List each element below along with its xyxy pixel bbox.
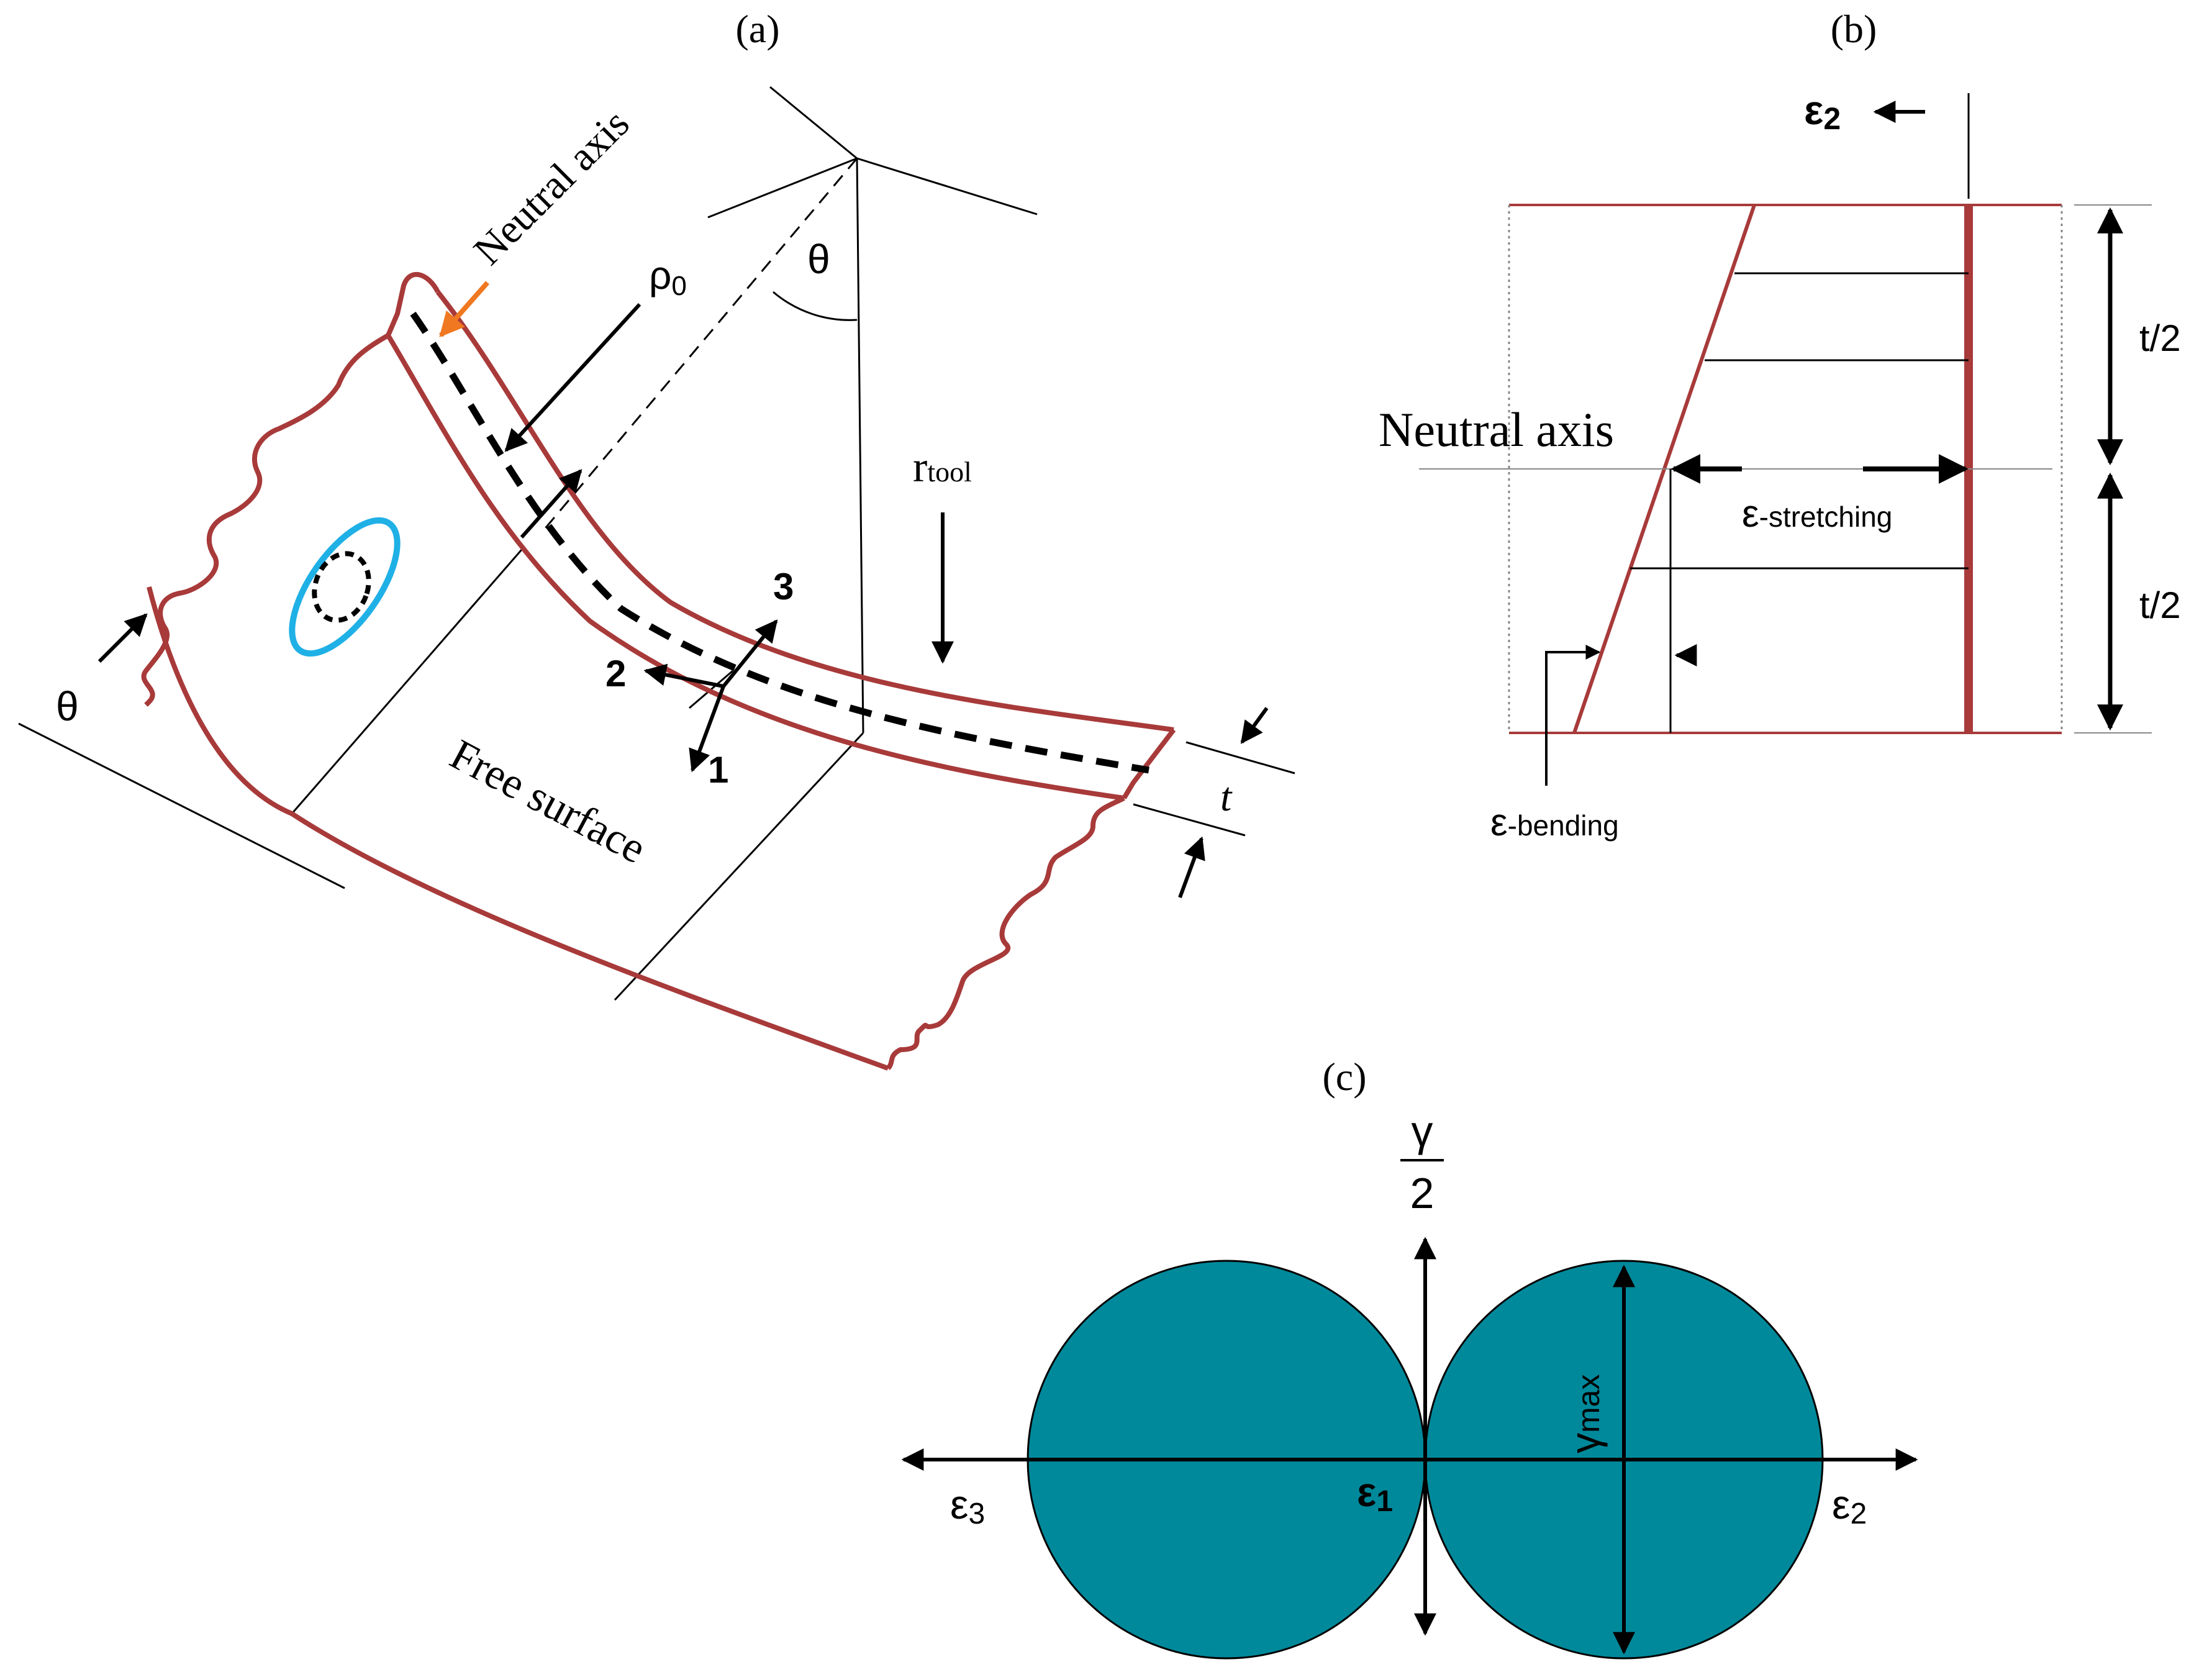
sheet-top-surface: [435, 290, 1174, 732]
panel-c: (c) γ 2 ε3 ε1 ε2 γmax: [901, 1055, 1918, 1660]
panel-a-label: (a): [735, 7, 779, 51]
gamma-denominator: 2: [1410, 1169, 1435, 1217]
free-surface-label: Free surface: [442, 730, 653, 873]
eps1-label: ε1: [1357, 1469, 1393, 1518]
bending-label: ε-bending: [1490, 801, 1619, 844]
panel-c-label: (c): [1322, 1055, 1366, 1099]
bending-leader-arrow: [1545, 645, 1601, 786]
sheet-right-jagged-edge: [886, 796, 1125, 1070]
thickness-label: t: [1220, 775, 1233, 820]
panel-a-arrows: [97, 302, 1269, 899]
eps2-label: ε2: [1804, 87, 1841, 136]
dashed-radius-line: [539, 158, 858, 535]
axis-3-label: 3: [773, 566, 794, 607]
gamma-numerator: γ: [1412, 1107, 1433, 1155]
panel-a: (a): [18, 7, 1295, 1071]
axis-2-label: 2: [605, 653, 626, 694]
sheet-top-cap: [386, 271, 440, 337]
axis-3-arrow: [722, 619, 778, 688]
sheet-bottom-surface: [386, 334, 1125, 801]
thickness-arrow-upper: [520, 469, 582, 538]
t-arrow-top: [1240, 707, 1269, 744]
rho-label: ρ0: [649, 253, 687, 301]
strain-ellipse: [289, 517, 401, 657]
neutral-axis-label-b: Neutral axis: [1379, 402, 1614, 457]
panel-b-label: (b): [1831, 7, 1877, 51]
eps2-label-c: ε2: [1832, 1481, 1867, 1530]
strain-hatch-lines: [1630, 272, 1969, 570]
rho-arrow: [504, 302, 641, 452]
theta-left-label: θ: [56, 683, 79, 729]
r-tool-label: rtool: [913, 443, 972, 491]
half-thickness-bottom-label: t/2: [2139, 584, 2181, 626]
theta-left-arrow: [97, 613, 148, 663]
half-thickness-top-label: t/2: [2139, 317, 2181, 359]
neutral-axis-label: Neutral axis: [465, 101, 638, 273]
stretching-label: ε-stretching: [1742, 493, 1892, 535]
axis-1-arrow: [689, 685, 725, 773]
theta-top-label: θ: [807, 236, 830, 282]
sheet-outline: [141, 271, 1176, 1071]
construction-lines: [18, 86, 1295, 1001]
neutral-axis-dashed-line: [410, 311, 1149, 774]
gamma-max-label: γmax: [1562, 1374, 1608, 1453]
eps3-label: ε3: [950, 1481, 985, 1530]
neutral-axis-pointer-arrow: [439, 281, 489, 337]
panel-b: (b) ε2 t/2 t/2 Neutral axis: [1379, 7, 2181, 844]
axis-2-arrow: [643, 663, 724, 688]
axis-1-label: 1: [708, 749, 728, 791]
sheet-left-jagged-edge: [141, 333, 389, 707]
t-arrow-bottom: [1178, 836, 1205, 899]
sheet-front-edge: [147, 586, 889, 1071]
unit-circle-dashed: [312, 551, 371, 623]
sheet-end-cap: [1122, 728, 1176, 800]
